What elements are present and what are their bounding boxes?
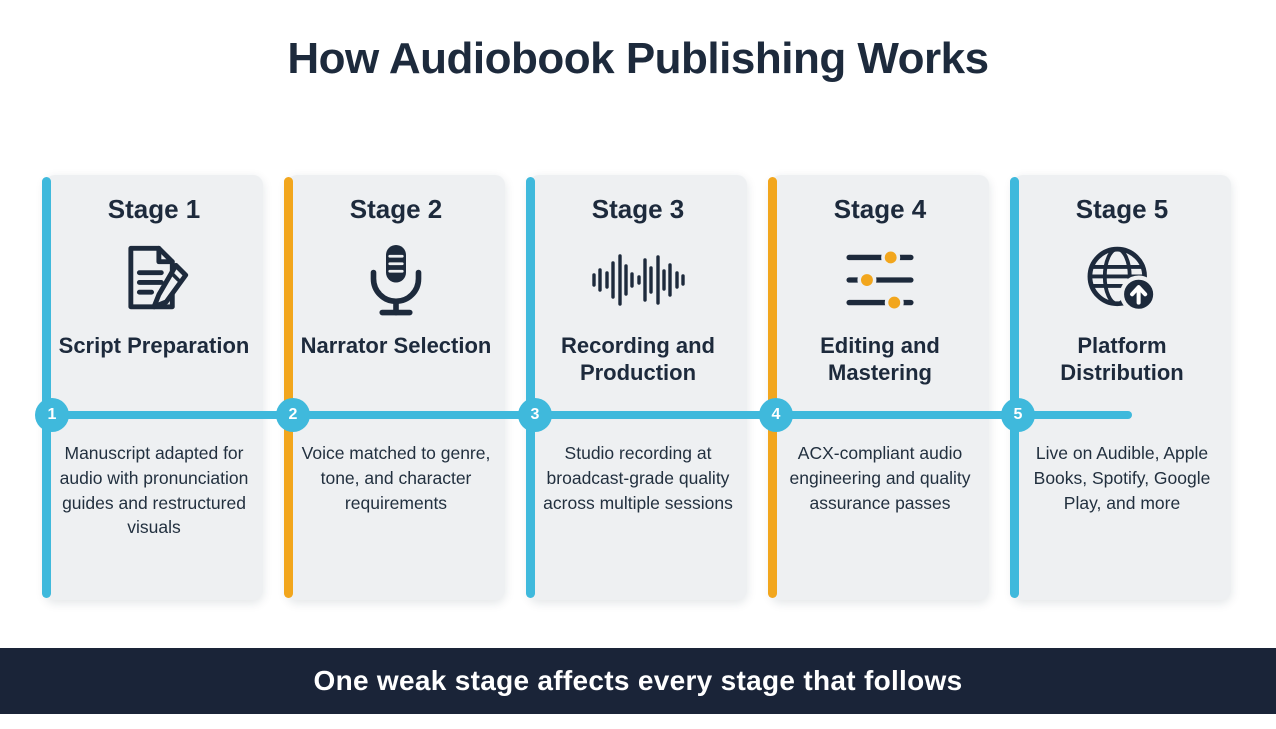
timeline-node-3: 3 [518,398,552,432]
card-accent-bar [768,177,777,598]
footer-banner: One weak stage affects every stage that … [0,648,1276,714]
stage-card-4: Stage 4 Editing and Mastering ACX-compli… [768,175,989,600]
microphone-icon [300,233,492,327]
page-title: How Audiobook Publishing Works [287,34,989,83]
stage-description: Live on Audible, Apple Books, Spotify, G… [1033,442,1211,513]
stage-title: Narrator Selection [300,332,492,358]
stage-title: Platform Distribution [1060,332,1184,385]
stage-title: Recording and Production [560,332,715,385]
timeline-node-2: 2 [276,398,310,432]
stage-card-2: Stage 2 Narrator Selection Voice matched… [284,175,505,600]
stage-description: Manuscript adapted for audio with pronun… [59,442,249,538]
stage-label: Stage 1 [107,194,201,224]
timeline-node-number: 1 [47,406,57,423]
globe-upload-icon [1026,233,1218,327]
card-accent-bar [42,177,51,598]
stage-description: ACX-compliant audio engineering and qual… [789,442,971,513]
stage-card-1: Stage 1 Script Preparation Manuscript ad… [42,175,263,600]
stage-title: Script Preparation [58,332,250,358]
stage-label: Stage 5 [1075,194,1169,224]
waveform-icon [542,233,734,327]
sliders-icon [784,233,976,327]
timeline-node-5: 5 [1001,398,1035,432]
stage-title: Editing and Mastering [820,332,940,385]
card-accent-bar [526,177,535,598]
timeline-bar [40,411,1132,419]
footer-banner-text: One weak stage affects every stage that … [313,665,963,696]
stage-label: Stage 3 [591,194,685,224]
document-pencil-icon [58,233,250,327]
stage-description: Studio recording at broadcast-grade qual… [543,442,733,513]
stage-description: Voice matched to genre, tone, and charac… [301,442,491,513]
timeline-node-number: 5 [1013,406,1023,423]
timeline-node-1: 1 [35,398,69,432]
timeline-node-number: 3 [530,406,540,423]
timeline-node-4: 4 [759,398,793,432]
stage-label: Stage 2 [349,194,443,224]
stage-cards-row: Stage 1 Script Preparation Manuscript ad… [42,175,1231,600]
card-accent-bar [284,177,293,598]
card-accent-bar [1010,177,1019,598]
stage-card-3: Stage 3 [526,175,747,600]
stage-card-5: Stage 5 Platform Distribution Live on Au… [1010,175,1231,600]
timeline-node-number: 2 [288,406,298,423]
stage-label: Stage 4 [833,194,927,224]
timeline-node-number: 4 [771,406,781,423]
